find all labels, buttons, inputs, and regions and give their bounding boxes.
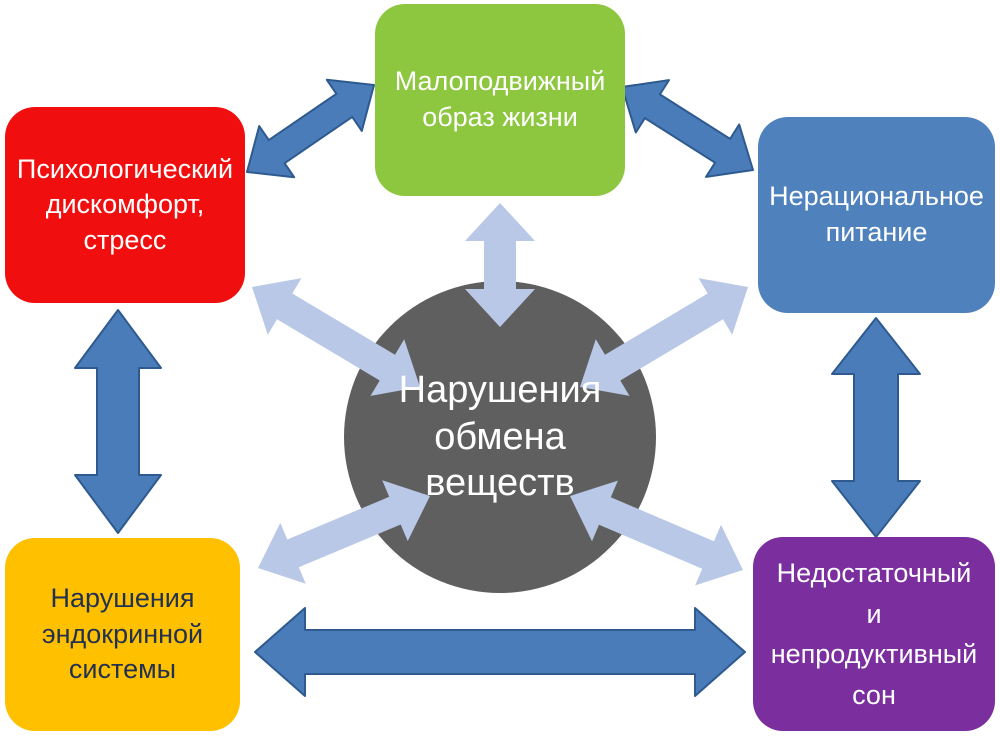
node-endocrine-disorders: Нарушения эндокринной системы: [5, 538, 240, 731]
arrow-psych-endocrine: [74, 309, 162, 534]
arrow-endocrine-sleep: [254, 607, 746, 697]
center-node-label: Нарушения обмена веществ: [398, 368, 602, 505]
center-node-circle: [344, 281, 656, 593]
arrow-sedentary-nutrition: [621, 79, 754, 178]
node-unproductive-sleep-label: Недостаточный и непродуктивный сон: [770, 558, 978, 710]
arrow-nutrition-sleep: [831, 317, 921, 538]
node-sedentary-lifestyle: Малоподвижный образ жизни: [375, 4, 625, 196]
arrow-center-psych: [252, 278, 420, 396]
arrow-center-nutrition: [580, 278, 748, 396]
arrow-center-sleep: [570, 480, 743, 586]
arrow-psych-sedentary: [246, 78, 375, 179]
node-psychological-discomfort-label: Психологический дискомфорт, стресс: [16, 153, 234, 255]
node-irrational-nutrition: Нерациональное питание: [758, 117, 995, 313]
node-psychological-discomfort: Психологический дискомфорт, стресс: [5, 107, 245, 303]
arrow-center-sedentary: [465, 203, 535, 327]
arrow-center-endocrine: [258, 480, 430, 584]
node-unproductive-sleep: Недостаточный и непродуктивный сон: [753, 537, 995, 731]
node-sedentary-lifestyle-label: Малоподвижный образ жизни: [394, 66, 606, 132]
node-irrational-nutrition-label: Нерациональное питание: [769, 181, 984, 247]
node-endocrine-disorders-label: Нарушения эндокринной системы: [41, 583, 204, 685]
